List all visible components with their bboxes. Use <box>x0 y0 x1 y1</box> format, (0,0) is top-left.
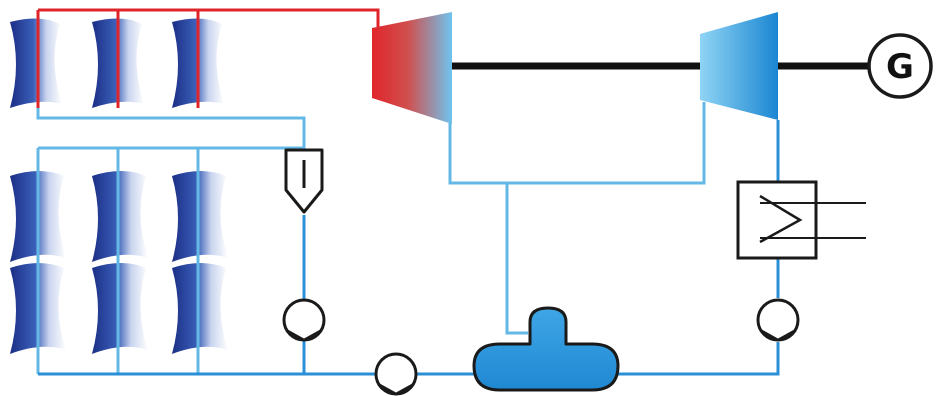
cold-pipes <box>36 100 706 374</box>
hp-turbine-exhaust-pipe <box>448 100 706 185</box>
pump-condensate <box>756 298 800 342</box>
condenser-box <box>736 180 818 260</box>
generator-circle <box>867 33 933 99</box>
solar-collector <box>10 18 62 109</box>
main-loop-pipes <box>38 120 780 376</box>
solar-collector <box>172 171 228 262</box>
tank-feed-pipe <box>505 183 528 335</box>
storage-tank <box>472 306 620 392</box>
solar-collector <box>172 263 228 354</box>
tank-outlet-pipe <box>618 342 780 376</box>
solar-collector <box>92 171 148 262</box>
steam-separator <box>284 148 324 214</box>
high-pressure-turbine <box>372 12 452 124</box>
low-pressure-turbine <box>700 12 778 120</box>
pump-main <box>374 352 418 396</box>
pump-separator <box>282 298 326 342</box>
solar-collector <box>92 263 148 354</box>
tank-body <box>472 306 620 392</box>
top-row-return-pipe <box>36 108 306 150</box>
generator-label: G <box>886 47 914 87</box>
condenser <box>736 180 866 260</box>
generator: G <box>867 33 933 99</box>
